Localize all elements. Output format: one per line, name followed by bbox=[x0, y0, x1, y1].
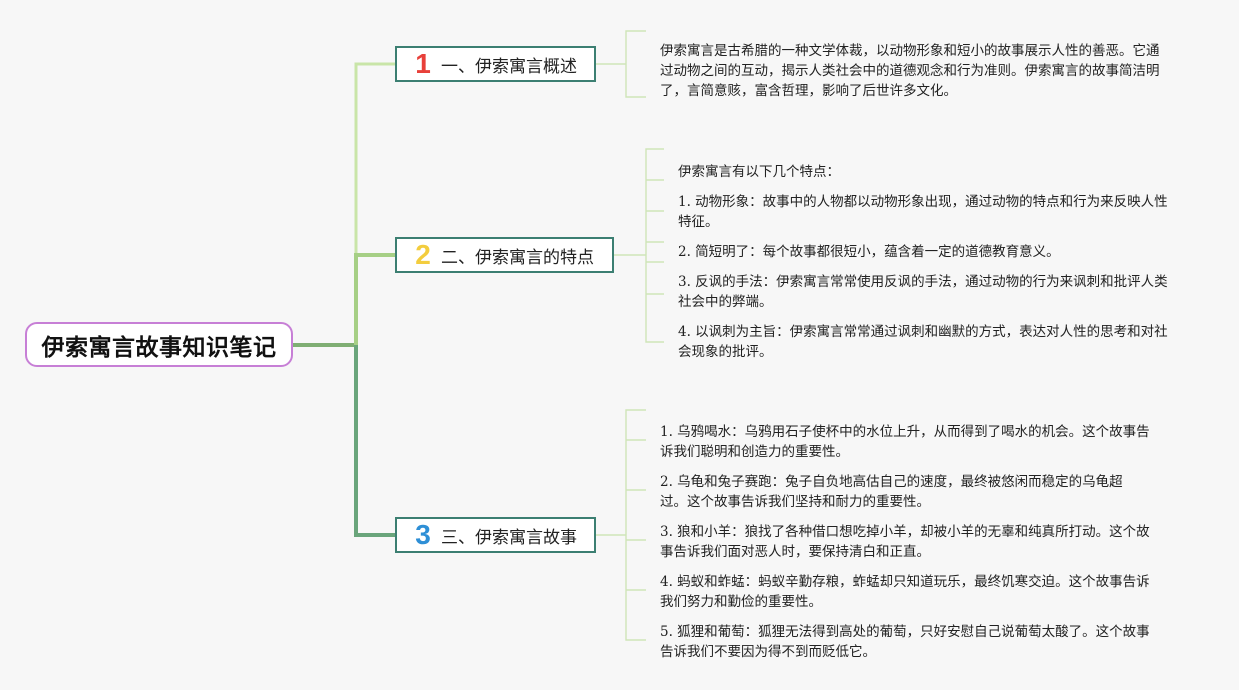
branch-label: 三、伊索寓言故事 bbox=[441, 527, 577, 548]
leaf-features-intro: 伊索寓言有以下几个特点： bbox=[678, 164, 840, 180]
connector-b2 bbox=[614, 148, 664, 343]
root-title: 伊索寓言故事知识笔记 bbox=[41, 334, 277, 361]
root-node[interactable]: 伊索寓言故事知识笔记 bbox=[25, 322, 293, 367]
branch-node-features[interactable]: 2 二、伊索寓言的特点 bbox=[395, 237, 614, 273]
number-3-icon: 3 bbox=[415, 519, 431, 550]
leaf-story-2: 2. 乌龟和兔子赛跑：兔子自负地高估自己的速度，最终被悠闲而稳定的乌龟超过。这个… bbox=[660, 474, 1123, 510]
leaf-story-1: 1. 乌鸦喝水：乌鸦用石子使杯中的水位上升，从而得到了喝水的机会。这个故事告诉我… bbox=[660, 424, 1150, 460]
leaf-story-4: 4. 蚂蚁和蚱蜢：蚂蚁辛勤存粮，蚱蜢却只知道玩乐，最终饥寒交迫。这个故事告诉我们… bbox=[660, 574, 1150, 610]
connector-b1 bbox=[596, 30, 646, 98]
leaf-feature-4: 4. 以讽刺为主旨：伊索寓言常常通过讽刺和幽默的方式，表达对人性的思考和对社会现… bbox=[678, 324, 1168, 360]
branch-node-overview[interactable]: 1 一、伊索寓言概述 bbox=[395, 46, 596, 82]
connector-trunk-upper bbox=[354, 62, 396, 345]
branch-label: 一、伊索寓言概述 bbox=[441, 56, 577, 77]
connector-trunk-lower bbox=[354, 345, 396, 537]
leaf-story-5: 5. 狐狸和葡萄：狐狸无法得到高处的葡萄，只好安慰自己说葡萄太酸了。这个故事告诉… bbox=[660, 624, 1150, 660]
branch-node-stories[interactable]: 3 三、伊索寓言故事 bbox=[395, 517, 596, 553]
number-1-icon: 1 bbox=[415, 48, 431, 79]
leaf-overview-text: 伊索寓言是古希腊的一种文学体裁，以动物形象和短小的故事展示人性的善恶。它通过动物… bbox=[660, 43, 1160, 99]
connector-trunk-mid bbox=[354, 253, 396, 345]
number-2-icon: 2 bbox=[415, 239, 431, 270]
leaf-feature-2: 2. 简短明了：每个故事都很短小，蕴含着一定的道德教育意义。 bbox=[678, 244, 1060, 260]
leaf-feature-3: 3. 反讽的手法：伊索寓言常常使用反讽的手法，通过动物的行为来讽刺和批评人类社会… bbox=[678, 274, 1168, 310]
branch-label: 二、伊索寓言的特点 bbox=[441, 247, 594, 268]
leaf-story-3: 3. 狼和小羊：狼找了各种借口想吃掉小羊，却被小羊的无辜和纯真所打动。这个故事告… bbox=[660, 524, 1150, 560]
connector-b3 bbox=[596, 409, 646, 641]
leaf-feature-1: 1. 动物形象：故事中的人物都以动物形象出现，通过动物的特点和行为来反映人性特征… bbox=[678, 194, 1168, 230]
